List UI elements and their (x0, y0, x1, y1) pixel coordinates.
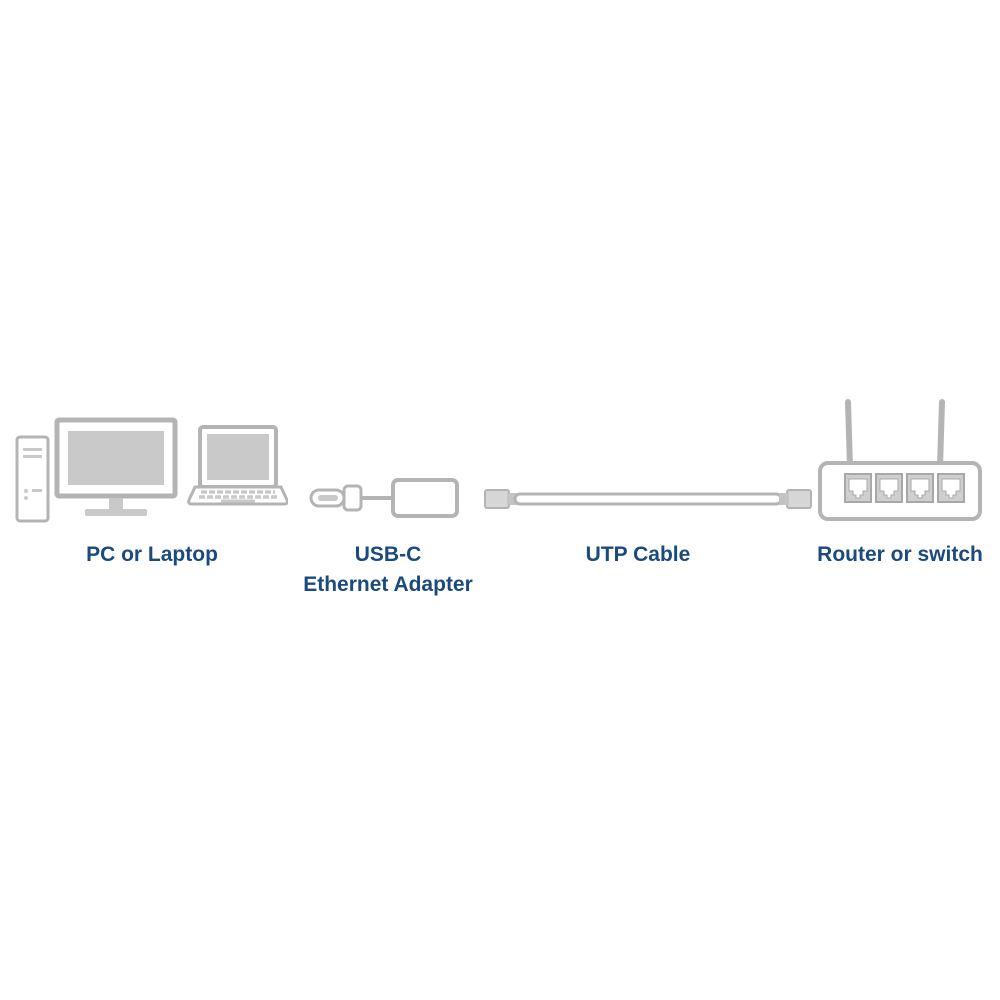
ethernet-port-icon (937, 473, 965, 503)
adapter-body (391, 478, 459, 518)
usb-c-ethernet-adapter-icon (309, 478, 459, 518)
desktop-tower-icon (15, 435, 50, 523)
pc-label: PC or Laptop (42, 540, 262, 570)
adapter-label-line1: USB-C (354, 543, 422, 566)
ethernet-port-icon (844, 473, 872, 503)
ethernet-port-icon (875, 473, 903, 503)
router-label: Router or switch (790, 540, 1000, 570)
rj45-plug-right-icon (779, 489, 812, 509)
laptop-icon (187, 425, 288, 506)
pc-laptop-icon (15, 417, 288, 523)
cable-body (513, 492, 783, 506)
rj45-plug-left-icon (484, 489, 517, 509)
cable-label: UTP Cable (528, 540, 748, 570)
usb-c-plug-icon (309, 484, 363, 512)
antenna-right-icon (937, 399, 945, 470)
router-label-text: Router or switch (817, 543, 983, 566)
utp-cable-icon (484, 489, 812, 509)
router-icon (818, 399, 982, 521)
monitor-icon (54, 417, 178, 516)
adapter-label-line2: Ethernet Adapter (303, 573, 473, 596)
pc-label-text: PC or Laptop (86, 543, 218, 566)
adapter-label: USB-C Ethernet Adapter (278, 540, 498, 600)
ethernet-port-icon (906, 473, 934, 503)
antenna-left-icon (845, 399, 853, 470)
cable-label-text: UTP Cable (585, 543, 691, 566)
